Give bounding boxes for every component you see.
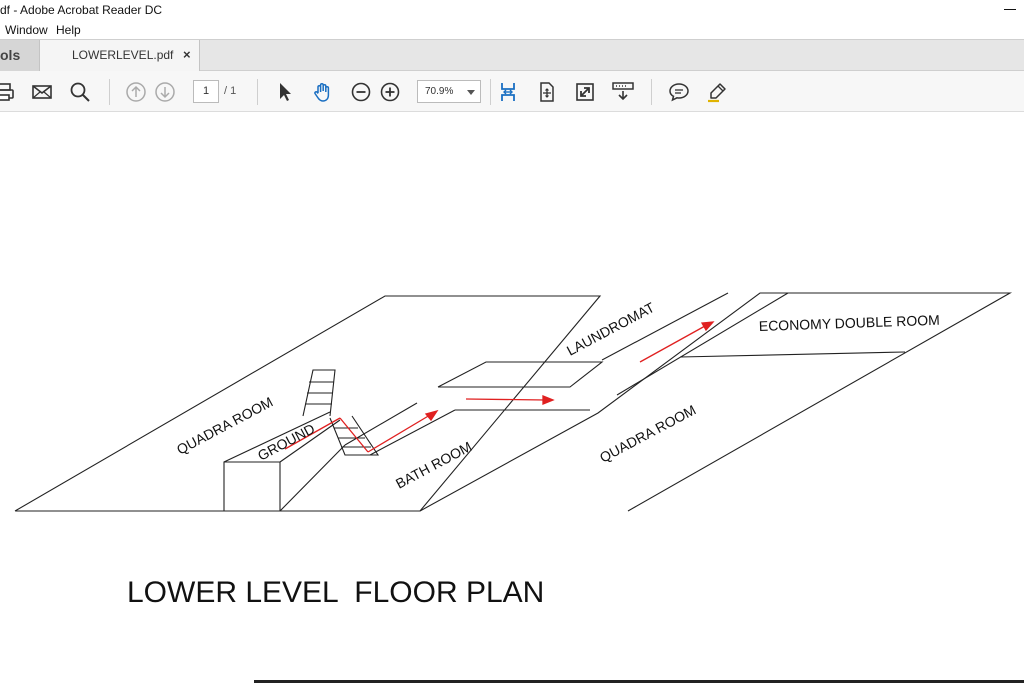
zoom-select[interactable]: 70.9%	[417, 80, 481, 103]
toolbar-separator	[109, 79, 110, 105]
zoom-out-icon[interactable]	[349, 80, 373, 104]
toolbar: 1 / 1 70.9%	[0, 71, 1024, 112]
title-bar: df - Adobe Acrobat Reader DC	[0, 0, 1024, 20]
corridor-line	[279, 444, 346, 512]
tab-document[interactable]: LOWERLEVEL.pdf ×	[40, 40, 200, 71]
toolbar-separator	[651, 79, 652, 105]
page-number-input[interactable]: 1	[193, 80, 219, 103]
chevron-down-icon	[467, 90, 475, 95]
path-arrow	[639, 325, 706, 363]
corridor-line	[369, 409, 456, 456]
ground-box-edge	[279, 419, 341, 463]
path-arrow	[367, 414, 431, 453]
search-icon[interactable]	[68, 80, 92, 104]
window-title: df - Adobe Acrobat Reader DC	[0, 3, 163, 17]
path-arrow	[284, 417, 341, 450]
corridor-line	[616, 292, 789, 396]
tab-bar: ols LOWERLEVEL.pdf ×	[0, 39, 1024, 71]
comment-icon[interactable]	[667, 80, 691, 104]
full-screen-icon[interactable]	[573, 80, 597, 104]
tab-tools[interactable]: ols	[0, 40, 40, 71]
menu-bar: Window Help	[0, 20, 1024, 39]
label-laundromat: LAUNDROMAT	[564, 299, 658, 359]
menu-window[interactable]: Window	[5, 23, 48, 37]
left-block-outline	[14, 295, 602, 512]
highlight-pen-icon[interactable]	[705, 80, 729, 104]
label-bath-room: BATH ROOM	[393, 438, 474, 491]
minimize-icon[interactable]	[1004, 9, 1016, 10]
path-arrow	[465, 398, 546, 401]
corridor-line	[679, 351, 906, 358]
arrow-head	[700, 321, 715, 332]
floor-plan-title: LOWER LEVEL FLOOR PLAN	[127, 576, 545, 609]
previous-page-icon[interactable]	[124, 80, 148, 104]
page-edge-line	[254, 680, 1024, 683]
path-arrow	[339, 417, 369, 453]
menu-help[interactable]: Help	[56, 23, 81, 37]
tab-tools-label: ols	[0, 47, 21, 63]
zoom-value: 70.9%	[425, 86, 454, 97]
hand-tool-icon[interactable]	[311, 80, 335, 104]
select-cursor-icon[interactable]	[273, 80, 297, 104]
tab-document-label: LOWERLEVEL.pdf	[72, 48, 174, 62]
close-tab-icon[interactable]: ×	[183, 47, 191, 62]
print-icon[interactable]	[0, 80, 16, 104]
label-economy-double-room: ECONOMY DOUBLE ROOM	[759, 312, 940, 334]
corridor-line	[344, 402, 418, 446]
laundromat-outline	[437, 361, 604, 388]
right-block-outline	[419, 292, 1013, 512]
document-page: QUADRA ROOM GROUND BATH ROOM LAUNDROMAT …	[0, 112, 1024, 683]
email-icon[interactable]	[30, 80, 54, 104]
zoom-in-icon[interactable]	[378, 80, 402, 104]
arrow-head	[424, 409, 439, 422]
next-page-icon[interactable]	[153, 80, 177, 104]
toolbar-separator	[490, 79, 491, 105]
stairs-down	[329, 415, 380, 456]
fit-page-icon[interactable]	[535, 80, 559, 104]
toolbar-separator	[257, 79, 258, 105]
read-mode-icon[interactable]	[611, 80, 635, 104]
page-total: / 1	[224, 85, 237, 97]
arrow-head	[542, 395, 555, 405]
corridor-line	[601, 292, 729, 361]
floor-plan-drawing: QUADRA ROOM GROUND BATH ROOM LAUNDROMAT …	[14, 292, 1013, 512]
label-quadra-room-right: QUADRA ROOM	[597, 401, 699, 465]
fit-width-icon[interactable]	[496, 80, 520, 104]
